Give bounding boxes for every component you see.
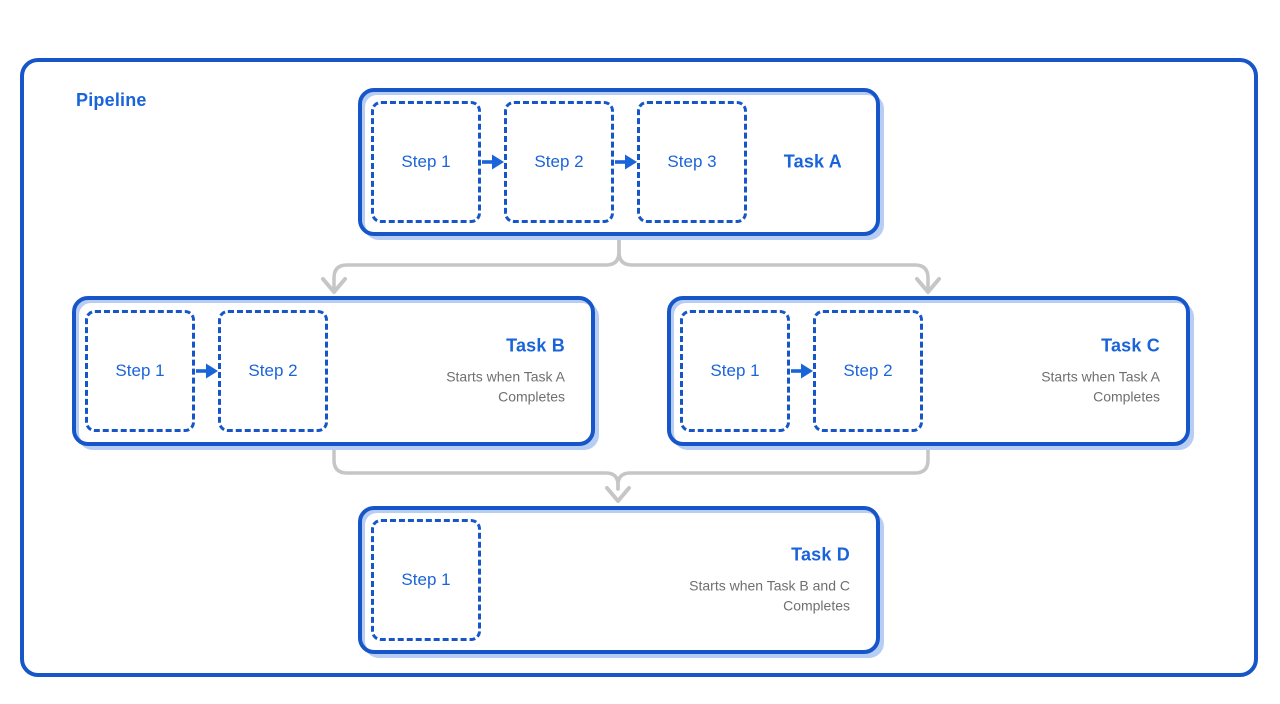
step-label: Step 2 bbox=[843, 361, 893, 380]
task-title: Task A bbox=[783, 151, 842, 172]
task-subtitle-line: Completes bbox=[498, 388, 565, 405]
step-box: Step 1 bbox=[85, 310, 195, 432]
step-arrow-icon bbox=[614, 152, 637, 172]
task-subtitle-line: Completes bbox=[783, 597, 850, 614]
step-label: Step 3 bbox=[667, 152, 717, 171]
task-card-c: Step 1 Step 2 Task C Starts when Task A … bbox=[667, 296, 1190, 446]
task-subtitle: Starts when Task A Completes bbox=[446, 367, 565, 407]
step-box: Step 3 bbox=[637, 101, 747, 223]
arrowhead-down-icon bbox=[915, 277, 941, 294]
connector-a-to-c-line bbox=[617, 235, 930, 290]
task-b-steps: Step 1 Step 2 bbox=[85, 300, 328, 442]
task-title: Task B bbox=[506, 335, 565, 356]
step-label: Step 1 bbox=[710, 361, 760, 380]
connector-b-to-d-line bbox=[332, 446, 620, 491]
step-arrow-icon bbox=[195, 361, 218, 381]
pipeline-title: Pipeline bbox=[76, 90, 147, 110]
task-subtitle: Starts when Task A Completes bbox=[1041, 367, 1160, 407]
step-label: Step 1 bbox=[401, 570, 451, 589]
step-box: Step 1 bbox=[371, 101, 481, 223]
task-title: Task C bbox=[1101, 335, 1160, 356]
step-box: Step 2 bbox=[218, 310, 328, 432]
step-box: Step 1 bbox=[680, 310, 790, 432]
task-title: Task D bbox=[791, 544, 850, 565]
step-label: Step 2 bbox=[534, 152, 584, 171]
step-box: Step 2 bbox=[813, 310, 923, 432]
task-card-a: Step 1 Step 2 Step 3 Task A bbox=[358, 88, 880, 236]
arrowhead-down-icon bbox=[321, 277, 347, 294]
task-d-steps: Step 1 bbox=[371, 510, 481, 650]
step-label: Step 1 bbox=[401, 152, 451, 171]
step-label: Step 1 bbox=[115, 361, 165, 380]
connector-c-to-d-line bbox=[616, 446, 930, 491]
task-subtitle: Starts when Task B and C Completes bbox=[689, 576, 850, 616]
step-label: Step 2 bbox=[248, 361, 298, 380]
task-card-b: Step 1 Step 2 Task B Starts when Task A … bbox=[72, 296, 595, 446]
task-subtitle-line: Starts when Task B and C bbox=[689, 577, 850, 594]
step-box: Step 2 bbox=[504, 101, 614, 223]
task-subtitle-line: Completes bbox=[1093, 388, 1160, 405]
step-arrow-icon bbox=[481, 152, 504, 172]
step-box: Step 1 bbox=[371, 519, 481, 641]
task-a-steps: Step 1 Step 2 Step 3 bbox=[371, 92, 747, 232]
task-subtitle-line: Starts when Task A bbox=[1041, 368, 1160, 385]
step-arrow-icon bbox=[790, 361, 813, 381]
connector-a-to-b-line bbox=[332, 235, 621, 290]
arrowhead-down-icon bbox=[605, 486, 631, 503]
pipeline-container bbox=[20, 58, 1258, 677]
task-c-steps: Step 1 Step 2 bbox=[680, 300, 923, 442]
task-card-d: Step 1 Task D Starts when Task B and C C… bbox=[358, 506, 880, 654]
task-subtitle-line: Starts when Task A bbox=[446, 368, 565, 385]
